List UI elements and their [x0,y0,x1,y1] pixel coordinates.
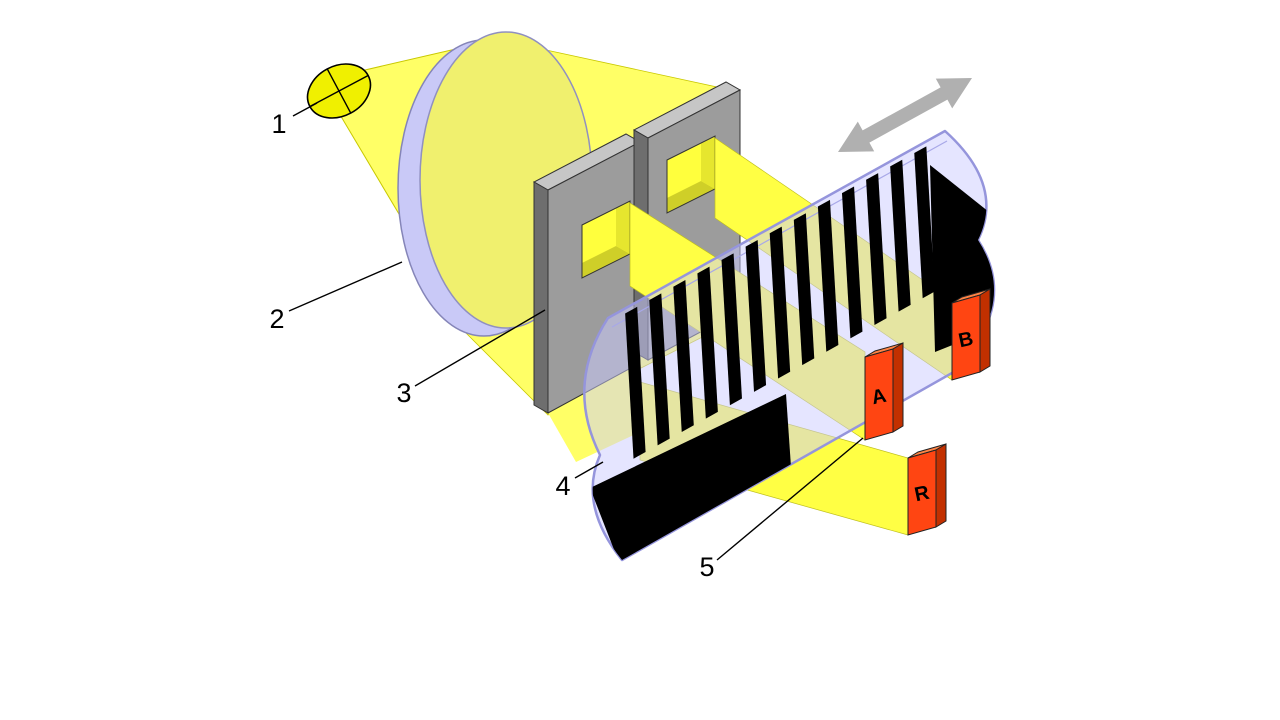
callout-3: 3 [396,378,411,408]
scale-stripe [649,293,670,446]
callout-4: 4 [555,471,570,501]
scale-stripe [721,253,742,406]
detector-r: R [907,443,947,536]
detector-b-label: B [957,328,976,353]
scale-stripe [769,226,791,379]
detector-b-side [979,288,991,373]
motion-arrow-icon [838,78,972,152]
leader-line-1 [292,102,318,117]
scale-stripe [745,239,767,392]
scale-stripe [866,173,887,325]
mask-right-window-bottom-wall [667,181,715,213]
scale-reference-black-area [590,394,791,560]
scale-stripe [817,199,839,352]
lamp-cross-v [326,68,352,114]
callout-5: 5 [699,552,714,582]
scale-stripe [914,146,935,299]
callout-2: 2 [269,304,284,334]
detector-b: B [951,288,991,381]
detector-a: A [864,342,904,441]
scale-stripe [673,280,694,432]
scale-stripes [625,146,935,459]
lamp-icon [306,63,372,119]
detector-a-side [892,342,904,433]
mask-left-window-right-wall [616,201,630,254]
detector-r-side [935,443,947,528]
detector-a-front [864,348,894,441]
scale-stripe [890,159,911,312]
mask-left-window [582,201,630,278]
leader-line-2 [288,261,403,312]
callout-1: 1 [271,109,286,139]
scale-stripe [697,266,718,419]
detector-b-front [951,294,981,381]
scale-stripe [625,306,646,459]
scale-stripe [793,213,815,366]
detector-r-front [907,449,937,536]
detector-a-label: A [870,385,889,410]
mask-left-window-bottom-wall [582,246,630,278]
mask-right-window-right-wall [701,136,715,189]
detector-r-label: R [913,482,932,507]
scale-stripe [841,186,863,339]
mask-left-side-face [533,181,549,414]
leader-line-5 [716,437,864,561]
leader-line-4 [574,461,604,479]
leader-line-3 [414,309,546,387]
mask-right-window [667,136,715,213]
